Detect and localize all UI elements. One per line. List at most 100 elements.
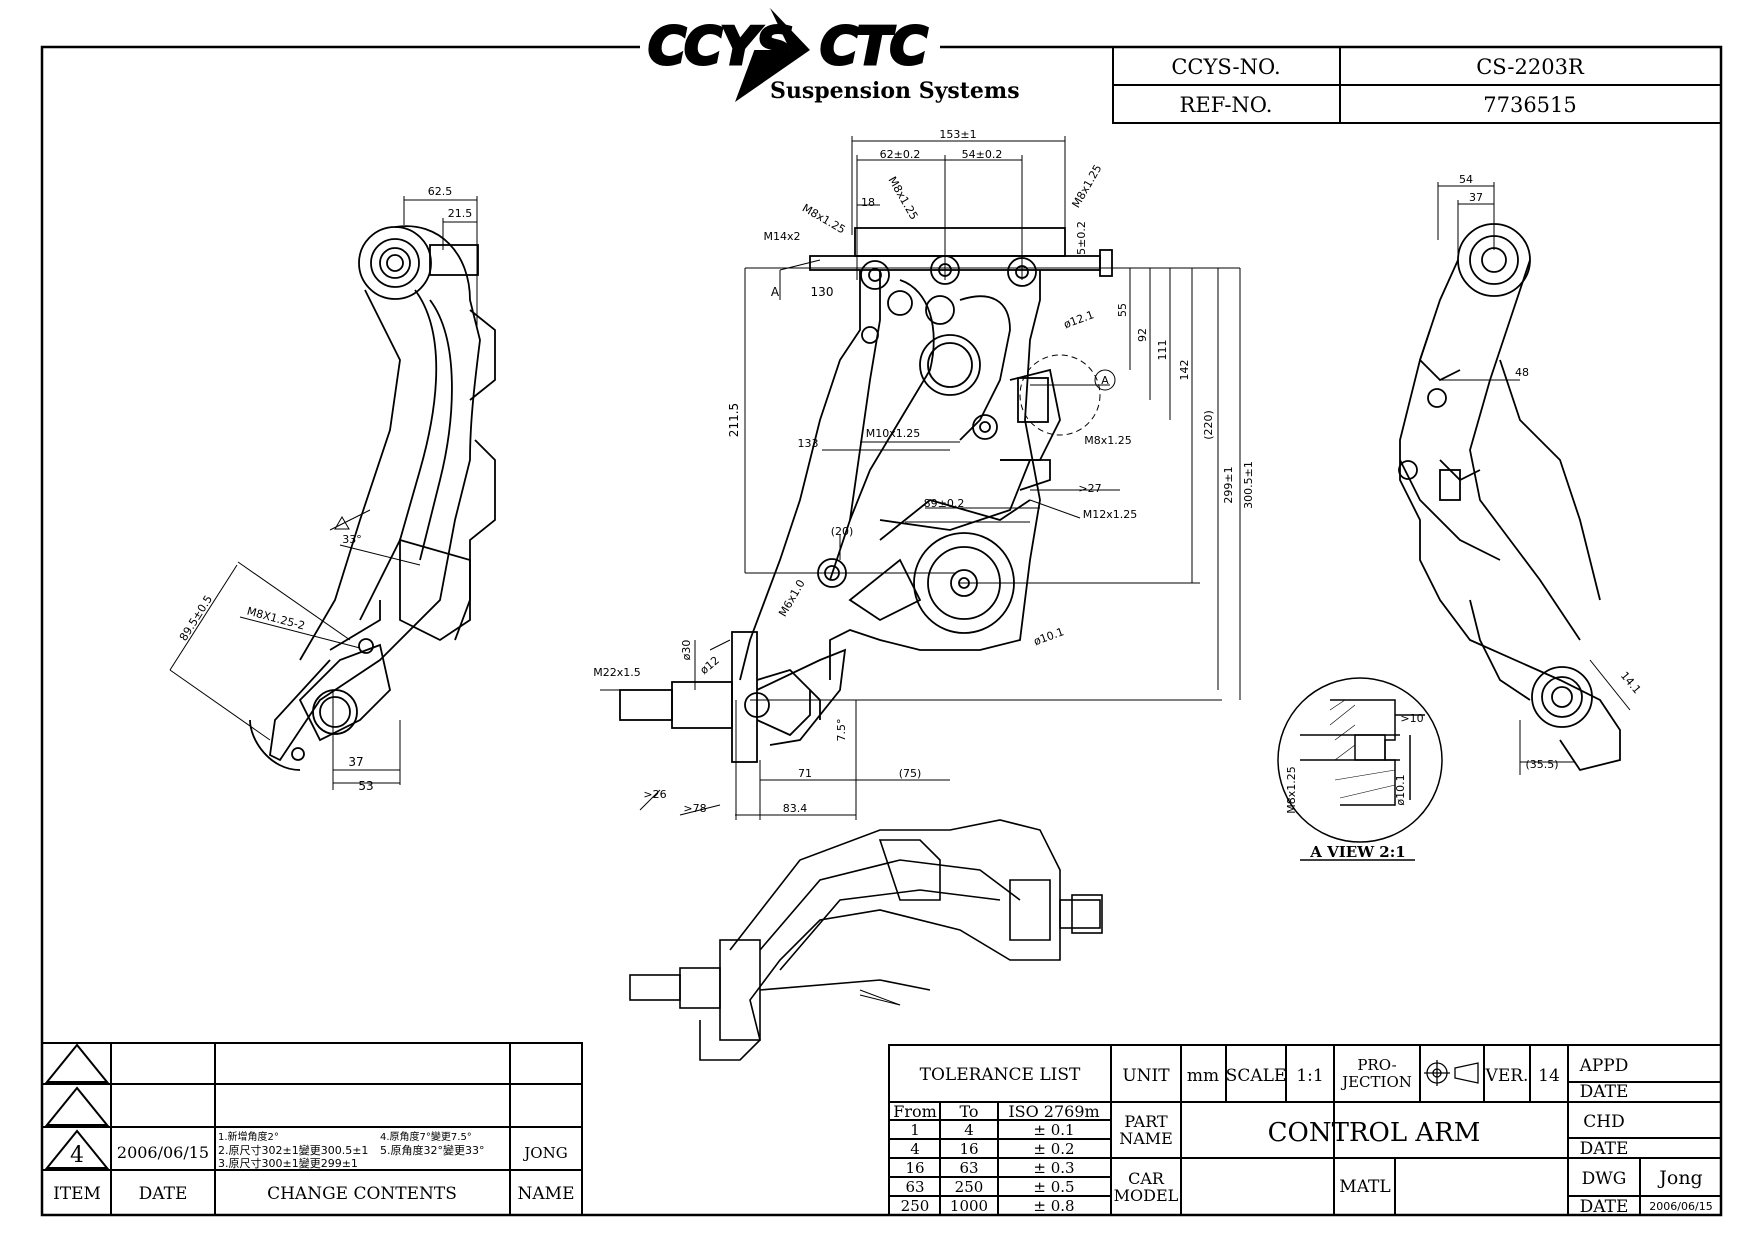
revision-table — [41, 1042, 583, 1216]
center-view-dimensions — [600, 136, 1241, 820]
dim-gt27: >27 — [1078, 482, 1101, 495]
left-side-view — [249, 225, 496, 771]
rev-date: 2006/06/15 — [117, 1143, 209, 1162]
tolerance-rows: 1 4 ± 0.1 4 16 ± 0.2 16 63 ± 0.3 63 250 … — [901, 1121, 1075, 1215]
dim-299: 299±1 — [1222, 466, 1235, 503]
dim-left-37: 37 — [348, 755, 363, 769]
projection-symbol-icon — [1424, 1060, 1479, 1086]
appd-label: APPD — [1579, 1056, 1629, 1076]
dim-left-89-5: 89.5±0.5 — [177, 593, 215, 643]
dim-18: 18 — [861, 196, 875, 209]
title-block — [888, 1044, 1722, 1216]
date-label-2: DATE — [1580, 1139, 1629, 1159]
detail-a-label: A — [1101, 374, 1109, 387]
rev-head-item: ITEM — [53, 1184, 101, 1204]
dim-left-m8: M8X1.25-2 — [245, 605, 306, 633]
dim-20: (20) — [831, 525, 854, 538]
dim-m14: M14x2 — [764, 230, 801, 243]
projection-label-1: PRO- — [1357, 1056, 1396, 1074]
isometric-view — [629, 819, 1103, 1061]
dim-right-37: 37 — [1469, 191, 1483, 204]
a-view-title: A VIEW 2:1 — [1309, 843, 1405, 861]
logo-right-text: CTC — [820, 17, 928, 77]
ref-no-value: 7736515 — [1483, 93, 1577, 117]
unit-value: mm — [1187, 1066, 1219, 1086]
dwg-label: DWG — [1582, 1169, 1627, 1189]
ccys-no-value: CS-2203R — [1476, 55, 1585, 79]
tolerance-cell: 4 — [910, 1140, 920, 1158]
dim-gt78: >78 — [683, 802, 706, 815]
rev-change-line-1: 1.新增角度2° — [218, 1130, 279, 1143]
a-view-m8: M8x1.25 — [1285, 766, 1298, 814]
a-view-phi10: ø10.1 — [1394, 774, 1407, 805]
rev-change-line-2: 2.原尺寸302±1變更300.5±1 — [218, 1143, 368, 1157]
tolerance-cell: 63 — [959, 1159, 978, 1177]
unit-label: UNIT — [1122, 1066, 1170, 1086]
dim-130: 130 — [811, 285, 834, 299]
ref-no-label: REF-NO. — [1180, 93, 1273, 117]
tolerance-cell: 16 — [905, 1159, 924, 1177]
chd-label: CHD — [1583, 1112, 1624, 1132]
header-table — [1112, 46, 1722, 124]
date-label-1: DATE — [1580, 1082, 1629, 1102]
rev-head-change: CHANGE CONTENTS — [267, 1184, 457, 1204]
dim-left-53: 53 — [358, 779, 373, 793]
tolerance-cell: 16 — [959, 1140, 978, 1158]
left-view-dimensions — [169, 196, 478, 790]
isometric-angle-note — [859, 989, 901, 1006]
dim-m6: M6x1.0 — [776, 577, 808, 619]
rev-change-line-5: 5.原角度32°變更33° — [380, 1143, 485, 1157]
dim-62: 62±0.2 — [880, 148, 921, 161]
part-name-label-2: NAME — [1119, 1129, 1173, 1148]
dim-300-5: 300.5±1 — [1242, 461, 1255, 509]
dim-54: 54±0.2 — [962, 148, 1003, 161]
tolerance-cell: ± 0.3 — [1033, 1159, 1074, 1177]
tolerance-cell: ± 0.1 — [1033, 1121, 1074, 1139]
ver-label: VER. — [1485, 1066, 1529, 1086]
projection-label-2: JECTION — [1340, 1073, 1412, 1091]
dim-133: 133 — [798, 437, 819, 450]
tolerance-cell: ± 0.2 — [1033, 1140, 1074, 1158]
dim-7-5: 7.5° — [835, 719, 848, 742]
center-front-view — [619, 227, 1113, 763]
car-model-label-2: MODEL — [1114, 1186, 1179, 1205]
logo-subtitle: Suspension Systems — [770, 78, 1020, 104]
dim-83-4: 83.4 — [783, 802, 808, 815]
dim-92: 92 — [1136, 328, 1149, 342]
dim-89: 89±0.2 — [924, 497, 965, 510]
dim-m12: M12x1.25 — [1083, 508, 1138, 521]
rev-item-number: 4 — [70, 1143, 84, 1168]
dim-153: 153±1 — [939, 128, 976, 141]
logo-left-text: CCYS — [648, 17, 791, 77]
dim-left-21-5: 21.5 — [448, 207, 473, 220]
revision-triangle-icon — [334, 516, 350, 530]
tolerance-cell: 4 — [964, 1121, 974, 1139]
a-view-hatch — [1329, 699, 1396, 799]
dim-220: (220) — [1202, 410, 1215, 440]
dim-phi12b: ø12 — [698, 654, 722, 677]
tolerance-cell: 250 — [901, 1197, 930, 1215]
a-view-gt10: >10 — [1400, 712, 1423, 725]
dim-m8-d: M8x1.25 — [1084, 434, 1132, 447]
tolerance-col-from: From — [893, 1102, 937, 1121]
dim-m8-a: M8x1.25 — [886, 174, 921, 222]
dim-left-62-5: 62.5 — [428, 185, 453, 198]
rev-change-line-4: 4.原角度7°變更7.5° — [380, 1130, 472, 1143]
dim-111: 111 — [1156, 340, 1169, 361]
dim-phi12: ø12.1 — [1062, 308, 1096, 331]
scale-value: 1:1 — [1296, 1066, 1323, 1086]
right-view-dimensions — [1437, 182, 1631, 775]
date-label-3: DATE — [1580, 1197, 1629, 1217]
tolerance-cell: 1000 — [950, 1197, 988, 1215]
tolerance-cell: 63 — [905, 1178, 924, 1196]
dim-right-54: 54 — [1459, 173, 1473, 186]
rev-change-line-3: 3.原尺寸300±1變更299±1 — [218, 1156, 358, 1170]
dim-5: 5±0.2 — [1075, 221, 1088, 255]
dim-a-mark: A — [771, 285, 780, 299]
ver-value: 14 — [1538, 1066, 1560, 1086]
dim-55: 55 — [1116, 303, 1129, 317]
dim-gt26: >26 — [643, 788, 666, 801]
dim-71: 71 — [798, 767, 812, 780]
rev-name: JONG — [522, 1144, 567, 1162]
